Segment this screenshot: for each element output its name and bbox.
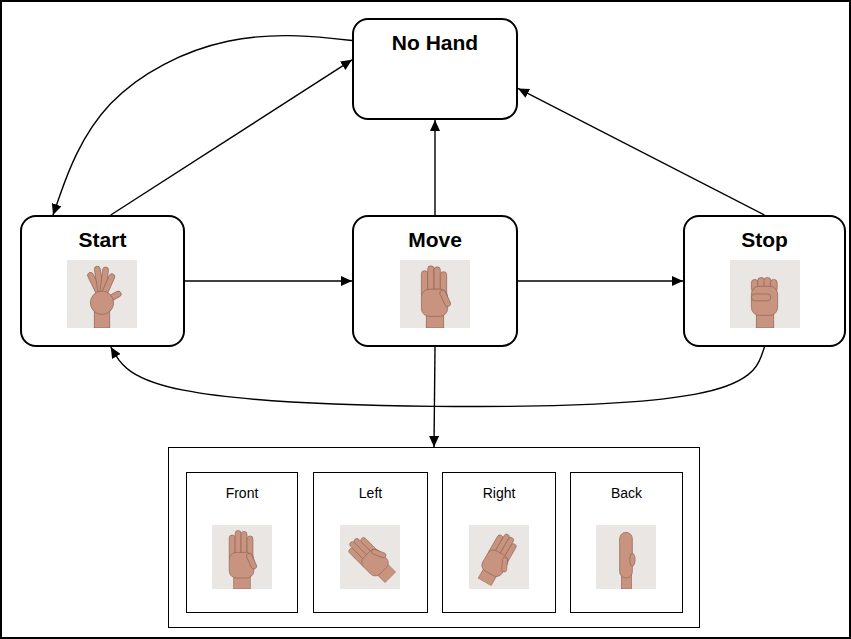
back-hand-image (596, 525, 656, 589)
node-label: Front (226, 485, 259, 502)
right-hand-image (469, 525, 529, 589)
transition-arrow (111, 60, 352, 215)
left-hand-image (340, 525, 400, 589)
state-box: Move (352, 215, 518, 347)
node-label: Right (483, 485, 516, 502)
transition-arrow (53, 36, 352, 215)
gesture-box: Right (442, 472, 556, 613)
move-hand-image (400, 260, 470, 328)
node-label: Left (359, 485, 382, 502)
transition-arrow (185, 280, 352, 281)
state-box: Stop (683, 215, 846, 347)
gesture-box: Front (186, 472, 298, 613)
stop-hand-image (730, 260, 800, 328)
state-box: No Hand (352, 18, 518, 120)
node-label: Stop (741, 227, 788, 252)
transition-arrow (434, 347, 435, 447)
transition-arrow (434, 120, 435, 215)
gesture-box: Back (570, 472, 683, 613)
group-box: Front Left Right Back (168, 447, 700, 628)
gesture-box: Left (313, 472, 428, 613)
transition-arrow (518, 280, 683, 281)
node-label: Start (79, 227, 127, 252)
node-label: Back (611, 485, 642, 502)
state-box: Start (20, 215, 185, 347)
node-label: No Hand (392, 30, 478, 55)
node-label: Move (408, 227, 462, 252)
transition-arrow (111, 347, 765, 407)
start-hand-image (67, 260, 137, 328)
front-hand-image (212, 525, 272, 589)
transition-arrow (518, 88, 765, 215)
